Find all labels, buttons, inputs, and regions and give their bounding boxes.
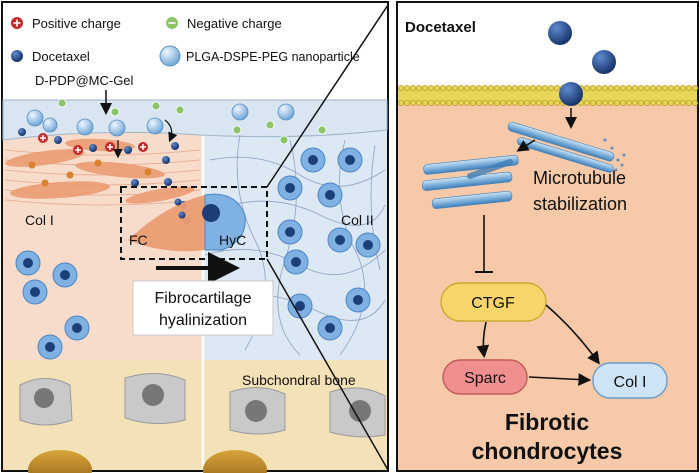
uptake-arrows <box>113 119 178 159</box>
zoom-box <box>120 186 268 260</box>
stabilization-arrow <box>516 139 536 152</box>
cell-membrane <box>397 85 699 107</box>
microtubule-label-line2: stabilization <box>533 194 627 214</box>
inhibition-line <box>475 215 493 273</box>
bone-cells <box>19 373 386 473</box>
ctgf-label: CTGF <box>471 295 515 312</box>
sparc-node <box>442 359 528 395</box>
legend-negative-label: Negative charge <box>187 16 282 31</box>
docetaxel-molecule-1 <box>548 21 572 45</box>
legend-nanoparticle-label: PLGA-DSPE-PEG nanoparticle <box>186 50 360 64</box>
microtubule-label-line1: Microtubule <box>533 168 626 188</box>
positive-charges-tissue <box>38 133 148 155</box>
legend: Positive charge Negative charge Docetaxe… <box>11 16 360 67</box>
docetaxel-icon <box>11 50 23 62</box>
fc-label: FC <box>129 232 148 248</box>
col1-node-label: Col I <box>614 374 647 391</box>
col2-label: Col II <box>341 212 374 228</box>
legend-docetaxel-label: Docetaxel <box>32 49 90 64</box>
hyalinization-label-line2: hyalinization <box>159 312 247 329</box>
hyalinization-label-box <box>132 280 274 336</box>
zoom-connectors <box>266 4 389 471</box>
extracellular-space <box>398 3 697 90</box>
docetaxel-molecule-2 <box>592 50 616 74</box>
nanoparticles-gel <box>26 103 295 137</box>
chondrocytes <box>15 147 381 360</box>
fibrotic-label-line2: chondrocytes <box>472 438 623 464</box>
hyc-label: HyC <box>219 232 246 248</box>
docetaxel-molecule-3 <box>559 82 583 106</box>
transition-cell <box>128 193 246 252</box>
right-panel: Docetaxel Microtubule stabilization CTGF… <box>396 1 699 472</box>
docetaxel-label: Docetaxel <box>405 19 476 36</box>
positive-charge-icon <box>11 17 23 29</box>
subchondral-label: Subchondral bone <box>242 372 356 388</box>
microtubule-bundle <box>421 121 626 209</box>
left-panel: Positive charge Negative charge Docetaxe… <box>1 1 389 473</box>
negative-charge-icon <box>166 17 178 29</box>
fibrotic-label-line1: Fibrotic <box>505 409 590 435</box>
nanoparticle-icon <box>159 45 181 67</box>
sparc-label: Sparc <box>464 370 506 387</box>
legend-positive-label: Positive charge <box>32 16 121 31</box>
hyalinization-label-line1: Fibrocartilage <box>155 290 252 307</box>
pathway-arrows <box>476 304 600 386</box>
col1-node <box>592 362 668 399</box>
gel-label: D-PDP@MC-Gel <box>35 73 134 88</box>
negative-charges-gel <box>57 98 327 145</box>
ctgf-node <box>440 282 547 322</box>
col1-label: Col I <box>25 212 54 228</box>
